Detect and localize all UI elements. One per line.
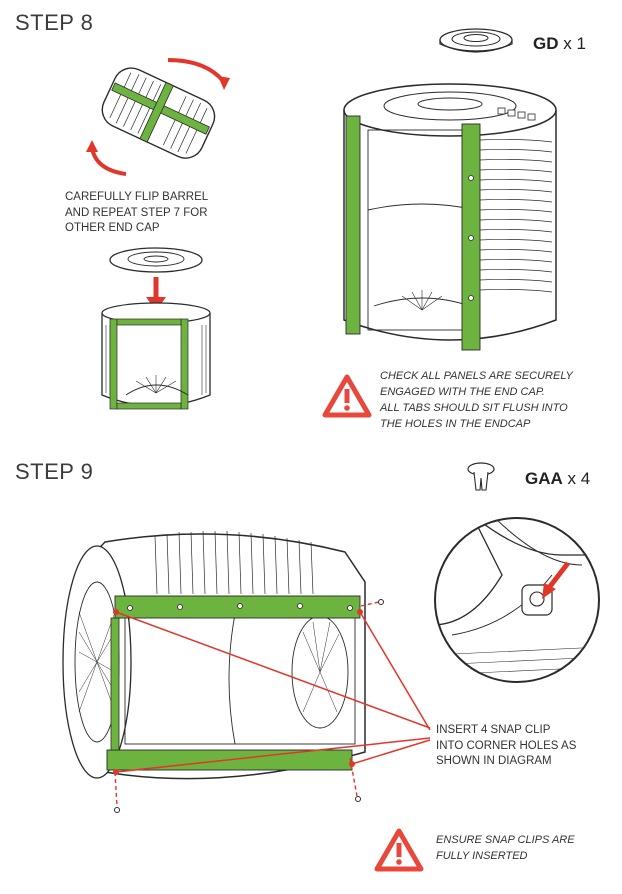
snap-clips-warning: ENSURE SNAP CLIPS ARE FULLY INSERTED	[436, 834, 575, 862]
step-8-title: STEP 8	[15, 10, 94, 35]
part-gd-label: GD x 1	[533, 34, 586, 53]
snap-clip-part-icon	[467, 462, 495, 491]
panels-engaged-warning: CHECK ALL PANELS ARE SECURELY ENGAGED WI…	[380, 370, 573, 430]
flip-barrel-instruction: CAREFULLY FLIP BARREL AND REPEAT STEP 7 …	[65, 191, 209, 234]
flip-barrel-illustration	[86, 58, 230, 176]
warning-triangle-icon	[374, 828, 424, 872]
snap-clip-detail-zoom	[434, 517, 600, 683]
warning-triangle-icon	[322, 374, 372, 418]
step-9-title: STEP 9	[15, 459, 94, 484]
barrel-cap-insertion-illustration	[101, 247, 211, 410]
part-gaa-label: GAA x 4	[525, 469, 591, 488]
snap-clip-instruction: INSERT 4 SNAP CLIP INTO CORNER HOLES AS …	[436, 724, 577, 767]
assembled-barrel-illustration	[343, 83, 557, 351]
end-cap-part-icon	[439, 28, 513, 53]
